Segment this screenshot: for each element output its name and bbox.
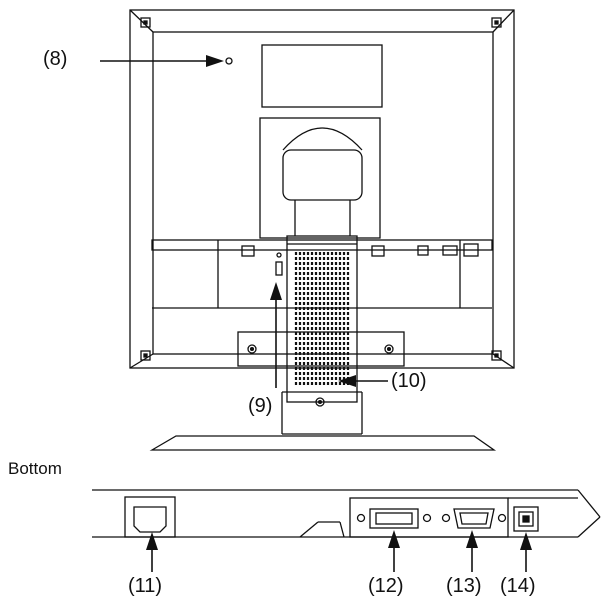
rear-hole xyxy=(225,57,233,65)
stand-column xyxy=(286,235,358,403)
rear-outer-frame xyxy=(129,9,515,369)
callout-label-10: (10) xyxy=(391,370,427,392)
stand-mount-plate xyxy=(259,117,381,239)
callout-label-14: (14) xyxy=(500,575,536,597)
connector-strip xyxy=(151,239,493,251)
monitor-bottom-view xyxy=(92,489,601,538)
dvi-connector xyxy=(356,508,432,529)
usb-upstream-port xyxy=(513,506,539,532)
column-grille xyxy=(294,252,350,386)
corner-screws xyxy=(140,17,502,361)
callout-arrows xyxy=(100,55,532,572)
dsub-connector xyxy=(441,508,507,529)
callout-label-13: (13) xyxy=(446,575,482,597)
callout-label-9: (9) xyxy=(248,395,273,417)
rear-label-panel xyxy=(261,44,383,108)
stand-base xyxy=(149,433,497,451)
ac-power-inlet xyxy=(124,496,176,538)
callout-label-12: (12) xyxy=(368,575,404,597)
callout-label-11: (11) xyxy=(128,575,163,597)
security-slot xyxy=(275,261,283,276)
monitor-rear-view xyxy=(129,9,515,434)
bottom-section-label: Bottom xyxy=(8,459,62,478)
rear-inner-frame xyxy=(152,31,494,355)
callout-label-8: (8) xyxy=(43,48,68,70)
